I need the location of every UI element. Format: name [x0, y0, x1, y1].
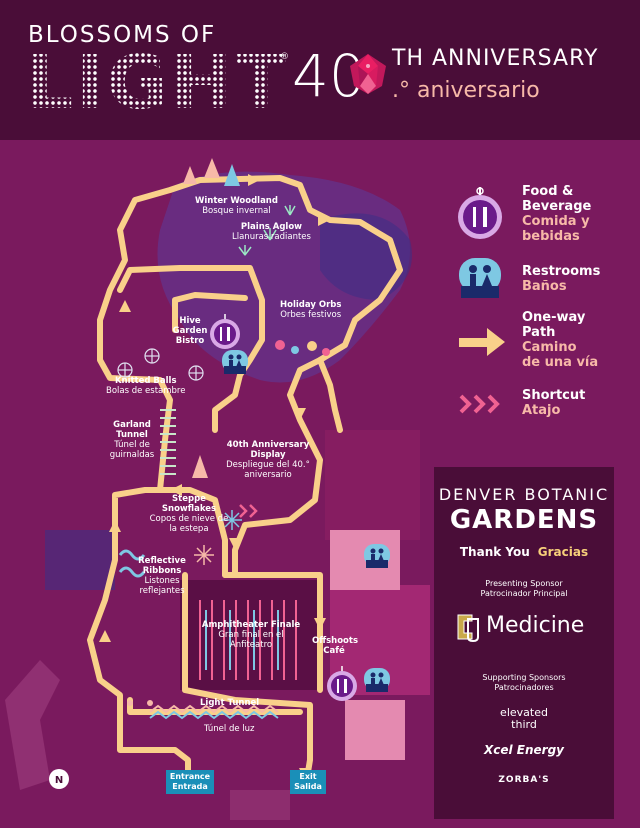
cu-logo-icon — [457, 614, 479, 643]
restroom-icon — [459, 258, 501, 298]
stop-40th-anniversary-display[interactable]: 40th Anniversary Display Despliegue del … — [226, 440, 310, 480]
presenting-label: Presenting Sponsor Patrocinador Principa… — [480, 579, 568, 598]
stop-amphitheater-finale[interactable]: Amphitheater Finale Gran final en el Anf… — [201, 620, 301, 650]
stop-offshoots-cafe[interactable]: Offshoots Café — [312, 636, 359, 656]
org-name-line1: DENVER BOTANIC — [438, 485, 610, 504]
stop-plains-aglow[interactable]: Plains Aglow Llanuras radiantes — [232, 222, 311, 242]
legend-restrooms: Restrooms Baños — [522, 264, 601, 294]
fork-knife-icon — [458, 187, 502, 239]
restroom-icon[interactable] — [220, 346, 250, 376]
gem-icon — [350, 54, 386, 94]
org-name-line2: GARDENS — [449, 505, 599, 535]
north-arrow-icon: N — [49, 769, 69, 789]
stop-garland-tunnel[interactable]: Garland Tunnel Túnel de guirnaldas — [109, 420, 155, 460]
legend-oneway: One-way Path Camino de una vía — [522, 310, 599, 370]
anniversary-en: TH ANNIVERSARY — [392, 46, 599, 71]
legend-shortcut: Shortcut Atajo — [522, 388, 586, 418]
registered-mark: ® — [280, 52, 289, 62]
sponsor-xcel-energy: Xcel Energy — [483, 743, 564, 757]
anniversary-es: .° aniversario — [392, 78, 540, 103]
supporting-label: Supporting Sponsors Patrocinadores — [482, 673, 566, 692]
svg-text:N: N — [55, 775, 63, 786]
stop-reflective-ribbons[interactable]: Reflective Ribbons Listones reflejantes — [138, 556, 186, 596]
restroom-icon[interactable] — [362, 540, 392, 570]
arrow-right-icon — [459, 328, 505, 356]
sponsor-zorbas: ZORBA'S — [498, 775, 550, 785]
sponsor-elevated-third: elevated third — [500, 706, 548, 731]
chevrons-right-icon — [459, 394, 500, 414]
stop-hive-garden-bistro[interactable]: Hive Garden Bistro — [172, 316, 208, 346]
fork-knife-icon[interactable] — [325, 664, 359, 704]
header-banner: BLOSSOMS OF LIGHT ® 40 TH ANNIVERSARY .°… — [0, 0, 640, 140]
stop-light-tunnel-es: Túnel de luz — [204, 724, 255, 734]
stop-light-tunnel[interactable]: Light Tunnel — [200, 698, 260, 708]
title-main: LIGHT — [26, 40, 289, 126]
legend-food: Food & Beverage Comida y bebidas — [522, 184, 592, 244]
presenting-sponsor-name: Medicine — [486, 613, 585, 638]
stop-knitted-balls[interactable]: Knitted Balls Bolas de estambre — [106, 376, 186, 396]
fork-knife-icon[interactable] — [208, 312, 242, 352]
title-top: BLOSSOMS OF — [28, 22, 217, 48]
stop-steppe-snowflakes[interactable]: Steppe Snowflakes Copos de nieve de la e… — [149, 494, 229, 534]
stop-holiday-orbs[interactable]: Holiday Orbs Orbes festivos — [280, 300, 342, 320]
stop-winter-woodland[interactable]: Winter Woodland Bosque invernal — [195, 196, 278, 216]
restroom-icon[interactable] — [362, 664, 392, 694]
exit-label[interactable]: Exit Salida — [290, 770, 326, 794]
entrance-label[interactable]: Entrance Entrada — [166, 770, 214, 794]
